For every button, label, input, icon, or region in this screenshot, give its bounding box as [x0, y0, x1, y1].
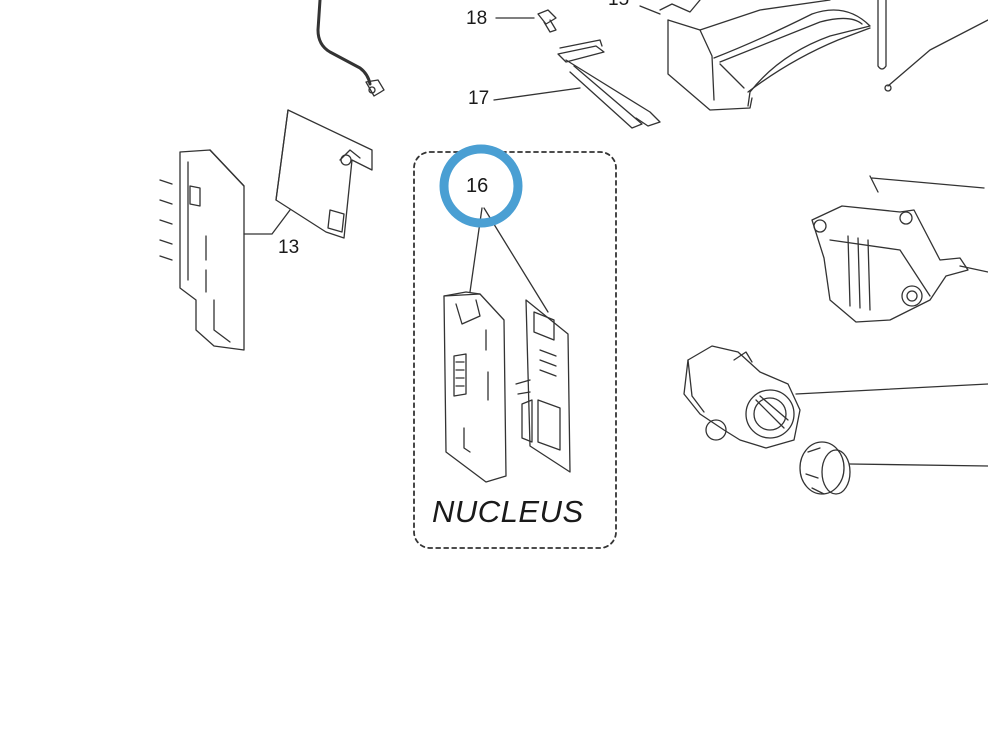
- callout-17: 17: [468, 88, 490, 109]
- part-13-covers: [159, 109, 373, 351]
- control-pcb: [515, 299, 571, 473]
- callout-18: 18: [466, 8, 488, 29]
- cable-part: [316, 0, 385, 97]
- highlight-ring: [439, 144, 523, 228]
- filter-cap-part: [799, 441, 988, 495]
- callout-15: 15: [608, 0, 629, 9]
- nucleus-label: NUCLEUS: [432, 494, 584, 529]
- part-15-tray: [639, 0, 871, 111]
- pump-part: [683, 345, 988, 449]
- rod-part: [877, 0, 988, 92]
- part-18-pin: [495, 9, 557, 33]
- callout-16: 16: [466, 175, 489, 197]
- part-17-heater: [493, 39, 661, 129]
- control-housing: [443, 291, 507, 483]
- nucleus-group-box: [413, 151, 617, 549]
- motor-part: [811, 175, 988, 323]
- callout-13: 13: [278, 237, 300, 258]
